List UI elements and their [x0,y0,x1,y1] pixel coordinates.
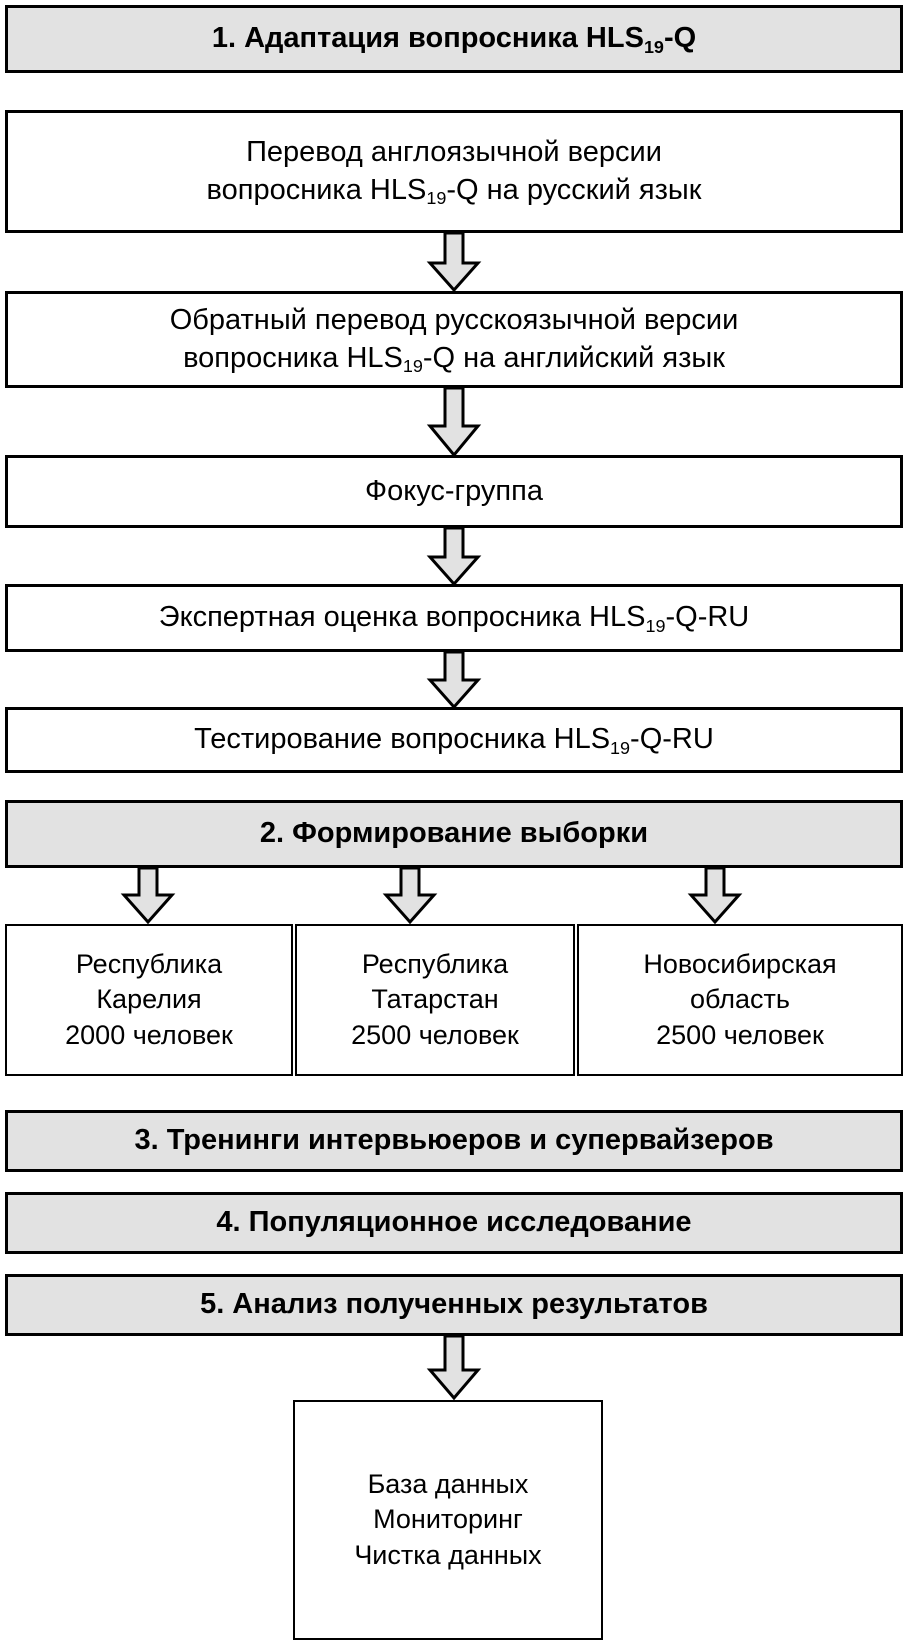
step-back-translate-line-2: вопросника HLS19-Q на английский язык [183,341,725,376]
region-box-tatarstan[interactable]: Республика Татарстан 2500 человек [295,924,575,1076]
step-focus-group-label: Фокус-группа [365,474,543,507]
step-focus-group[interactable]: Фокус-группа [5,455,903,528]
arrow-translate-to-back [425,233,483,292]
step-translate-line-2: вопросника HLS19-Q на русский язык [206,173,702,208]
stage-1-label: 1. Адаптация вопросника HLS19-Q [211,22,697,57]
region-tatarstan-line-3: 2500 человек [351,1019,519,1050]
database-box[interactable]: База данных Мониторинг Чистка данных [293,1400,603,1640]
step-testing[interactable]: Тестирование вопросника HLS19-Q-RU [5,707,903,773]
stage-4-label: 4. Популяционное исследование [216,1206,692,1239]
arrow-sampling-to-kareliya [119,868,177,924]
stage-header-5-analysis[interactable]: 5. Анализ полученных результатов [5,1274,903,1336]
region-kareliya-line-3: 2000 человек [65,1019,233,1050]
region-novosibirsk-line-1: Новосибирская [643,949,837,980]
database-line-3: Чистка данных [354,1539,542,1570]
arrow-expert-to-testing [425,652,483,709]
arrow-analysis-to-database [425,1336,483,1400]
step-back-translate-ru-en[interactable]: Обратный перевод русскоязычной версии во… [5,291,903,388]
step-expert-review[interactable]: Экспертная оценка вопросника HLS19-Q-RU [5,584,903,652]
stage-header-1-adaptation[interactable]: 1. Адаптация вопросника HLS19-Q [5,5,903,73]
region-novosibirsk-line-2: область [690,984,790,1015]
region-box-kareliya[interactable]: Республика Карелия 2000 человек [5,924,293,1076]
region-tatarstan-line-1: Республика [361,949,509,980]
step-translate-en-ru[interactable]: Перевод англоязычной версии вопросника H… [5,110,903,233]
region-tatarstan-line-2: Татарстан [371,984,499,1015]
step-translate-line-1: Перевод англоязычной версии [246,135,662,168]
stage-2-label: 2. Формирование выборки [259,817,649,850]
region-box-novosibirsk[interactable]: Новосибирская область 2500 человек [577,924,903,1076]
step-expert-review-subscript: 19 [645,615,666,636]
region-kareliya-line-2: Карелия [96,984,202,1015]
stage-header-3-trainings[interactable]: 3. Тренинги интервьюеров и супервайзеров [5,1110,903,1172]
step-back-translate-subscript: 19 [402,355,423,376]
database-line-2: Мониторинг [373,1504,523,1535]
stage-3-label: 3. Тренинги интервьюеров и супервайзеров [134,1124,774,1157]
database-line-1: База данных [367,1469,529,1500]
stage-5-label: 5. Анализ полученных результатов [200,1288,708,1321]
stage-header-2-sampling[interactable]: 2. Формирование выборки [5,800,903,868]
arrow-back-to-focus [425,388,483,457]
region-novosibirsk-line-3: 2500 человек [656,1019,824,1050]
stage-1-subscript: 19 [643,36,664,57]
arrow-sampling-to-tatarstan [381,868,439,924]
step-translate-subscript: 19 [426,187,447,208]
region-kareliya-line-1: Республика [75,949,223,980]
arrow-focus-to-expert [425,528,483,586]
step-testing-label: Тестирование вопросника HLS19-Q-RU [194,723,714,758]
step-testing-subscript: 19 [610,737,631,758]
stage-header-4-population-study[interactable]: 4. Популяционное исследование [5,1192,903,1254]
step-back-translate-line-1: Обратный перевод русскоязычной версии [169,303,739,336]
step-expert-review-label: Экспертная оценка вопросника HLS19-Q-RU [158,601,750,636]
arrow-sampling-to-novosibirsk [686,868,744,924]
